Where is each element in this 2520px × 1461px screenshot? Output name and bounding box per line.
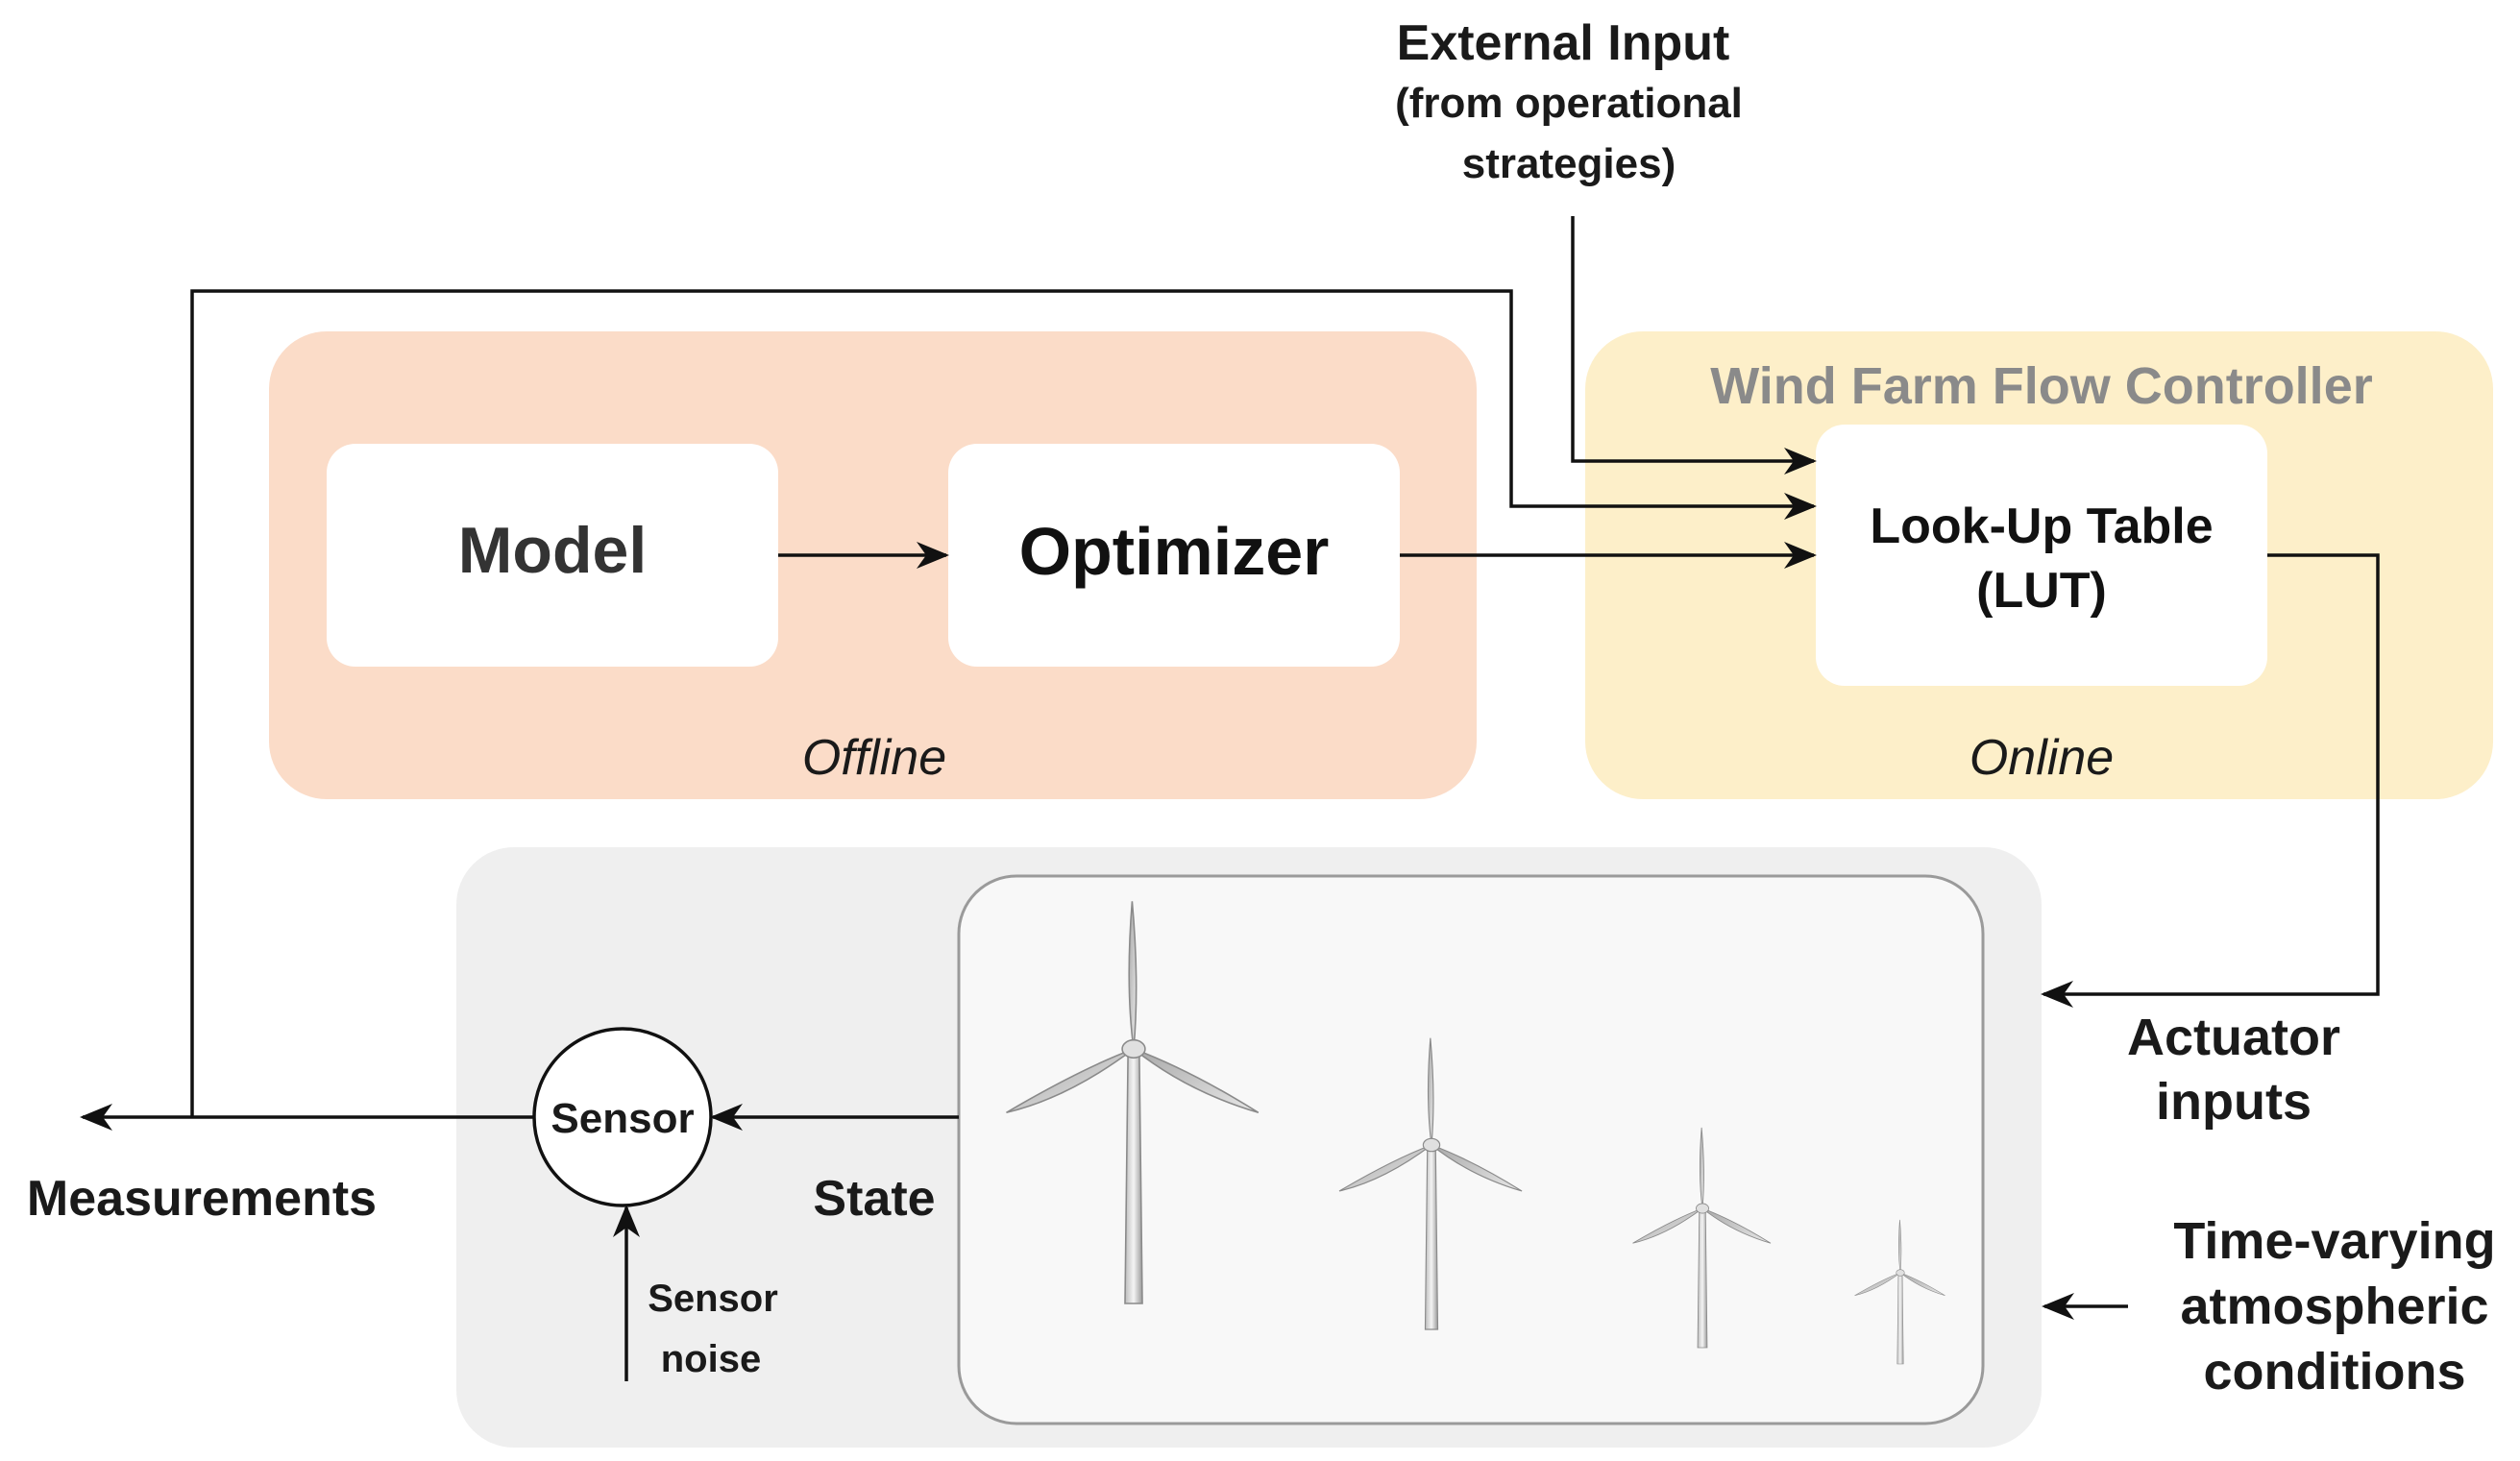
actuator-label-1: Actuator (2127, 1009, 2340, 1066)
lut-to-actuator-arrow (2041, 553, 2380, 1008)
online-label: Online (1970, 730, 2114, 786)
lut-label-1: Look-Up Table (1870, 499, 2213, 554)
optimizer-label: Optimizer (1019, 514, 1330, 589)
measurements-label: Measurements (27, 1171, 377, 1227)
sensor-label: Sensor (550, 1095, 694, 1142)
atmospheric-label-1: Time-varying (2173, 1212, 2495, 1270)
offline-label: Offline (802, 730, 946, 786)
model-label: Model (458, 514, 647, 587)
external-input-arrow (1571, 216, 1817, 475)
atmospheric-label-3: conditions (2204, 1343, 2466, 1400)
lut-box (1816, 425, 2267, 686)
external-input-title: External Input (1397, 15, 1730, 71)
actuator-label-2: inputs (2156, 1073, 2312, 1131)
lut-label-2: (LUT) (1976, 563, 2107, 619)
sensor-noise-label-1: Sensor (648, 1278, 778, 1320)
optimizer-box (948, 444, 1400, 667)
state-label: State (813, 1171, 935, 1227)
external-input-subtitle-1: (from operational (1395, 80, 1743, 127)
sensor-noise-label-2: noise (661, 1338, 761, 1380)
model-box (327, 444, 778, 667)
feedback-to-lut-arrow (190, 289, 1817, 1117)
external-input-subtitle-2: strategies) (1462, 140, 1676, 187)
controller-title: Wind Farm Flow Controller (1710, 357, 2373, 415)
wind-farm-box (957, 874, 1985, 1425)
atmospheric-label-2: atmospheric (2180, 1278, 2488, 1335)
